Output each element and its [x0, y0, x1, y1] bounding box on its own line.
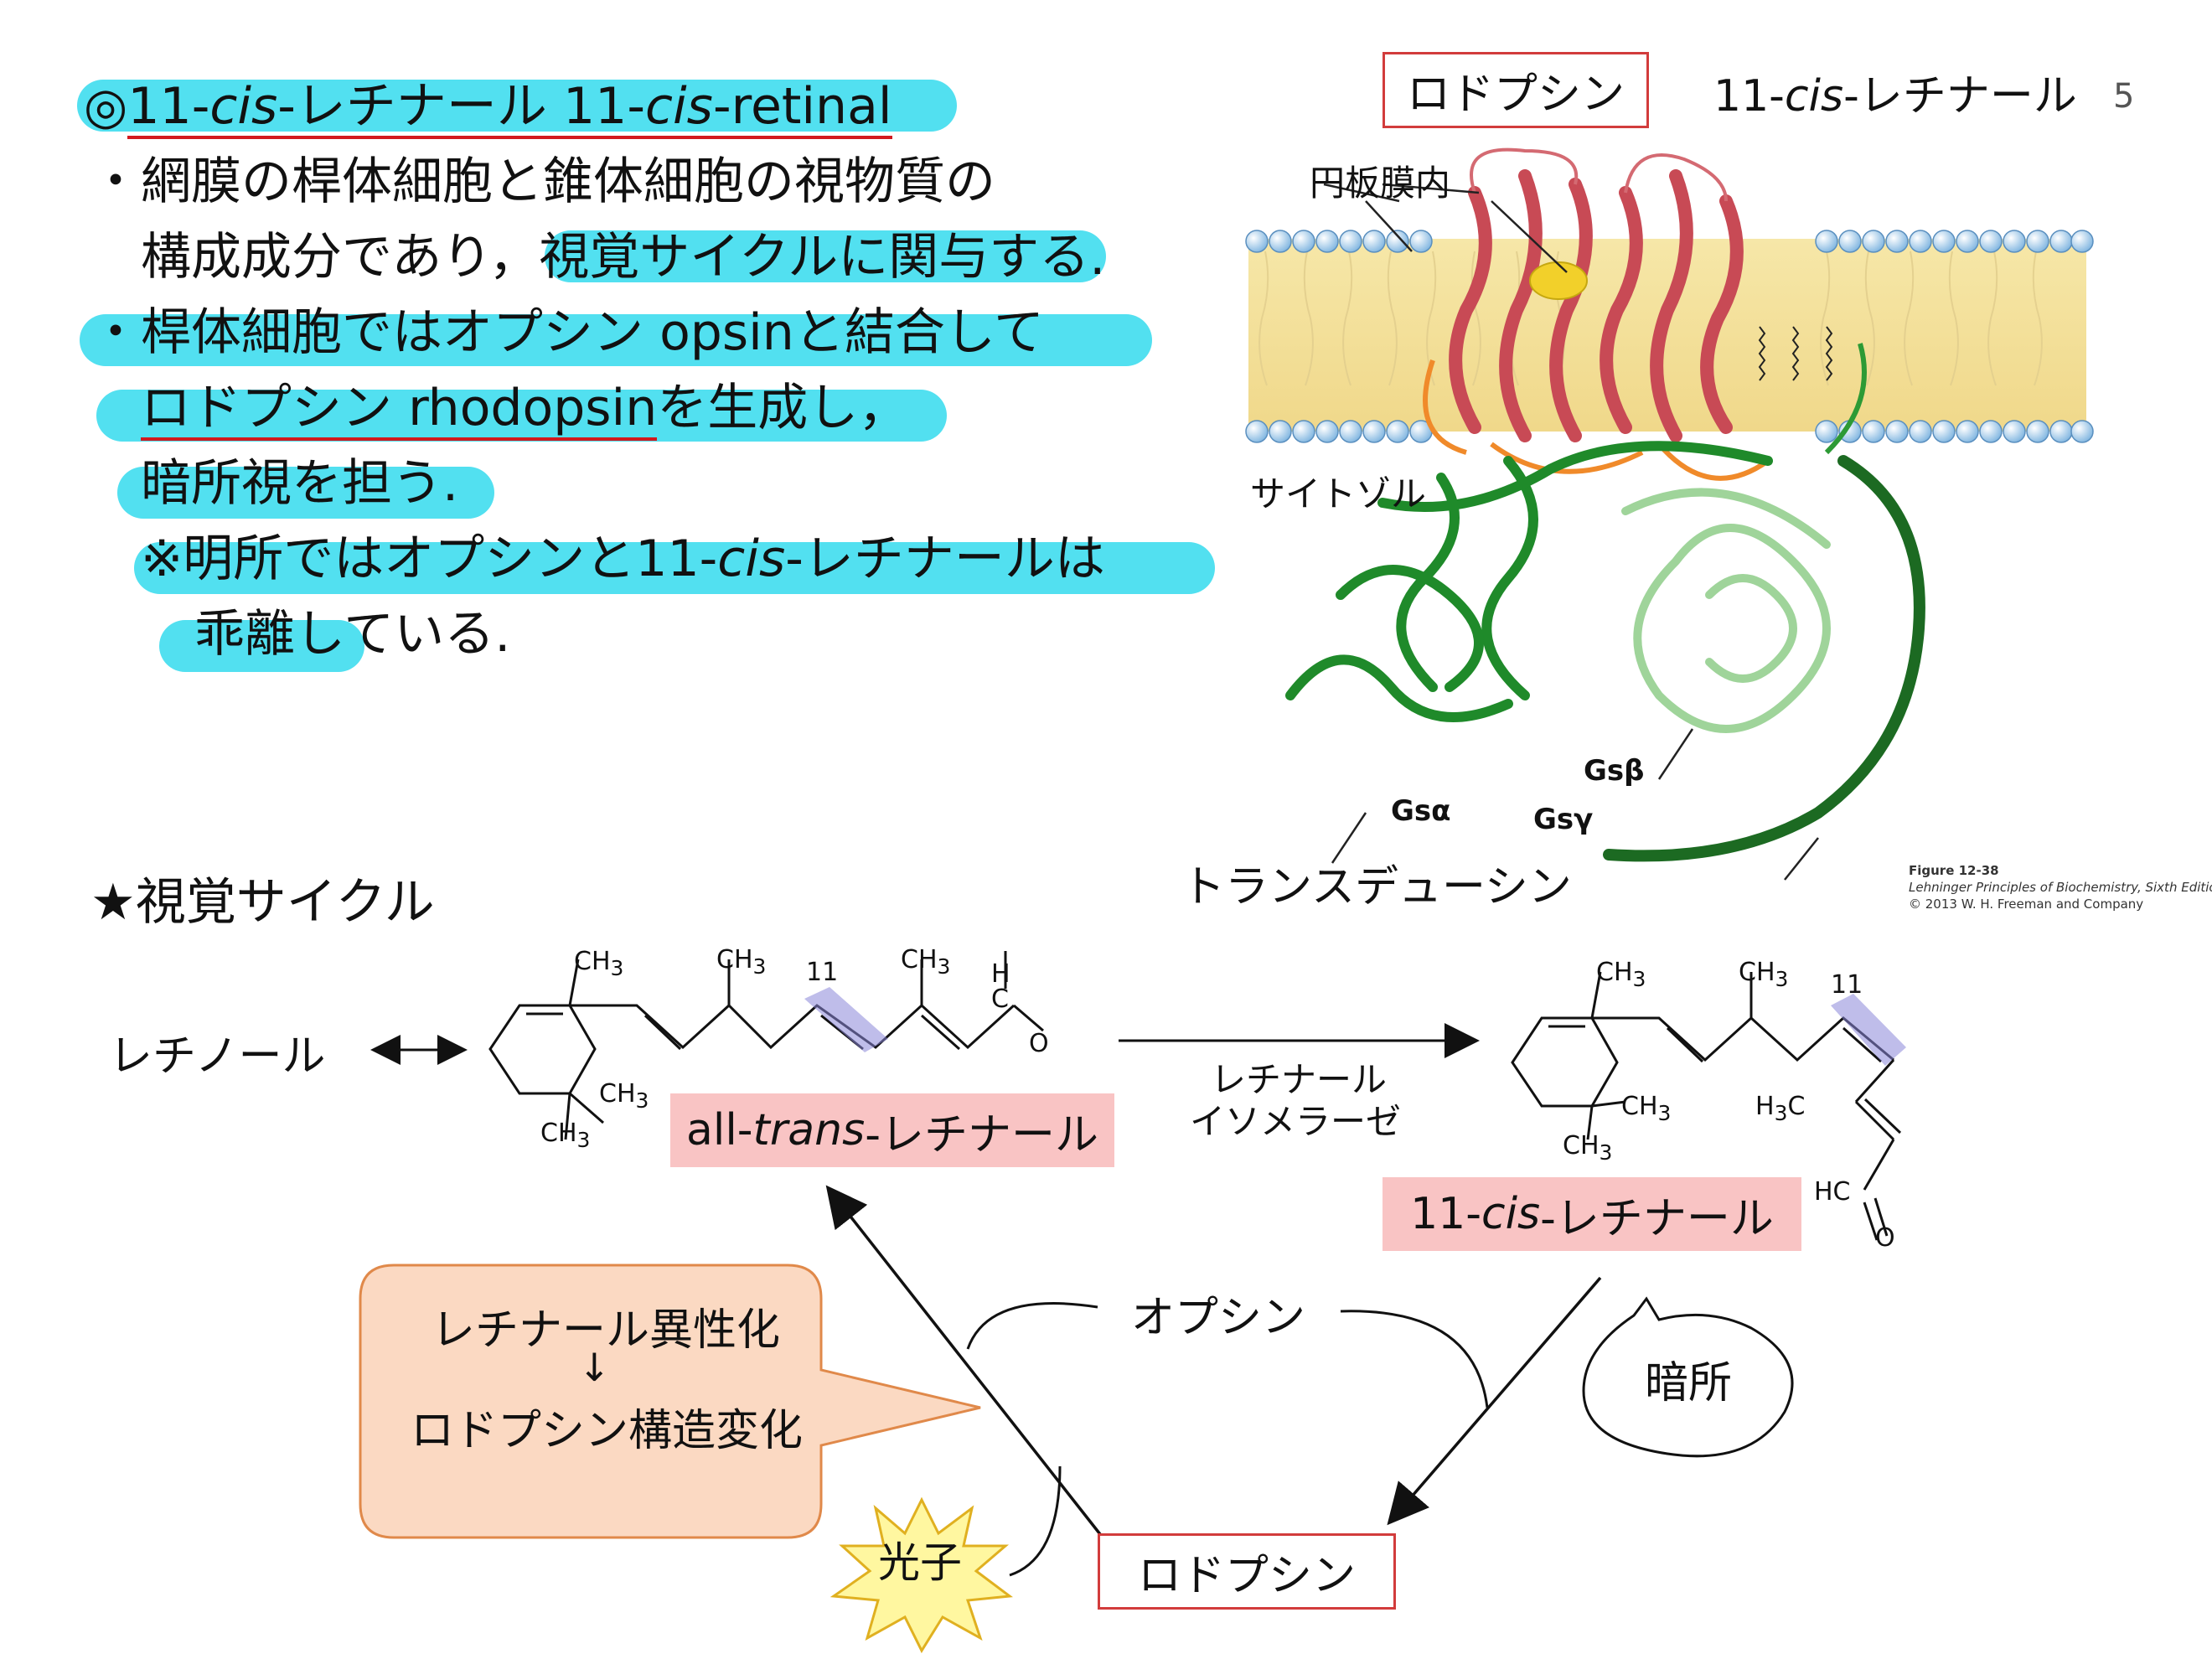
hc-aldehyde: HC	[1814, 1177, 1851, 1207]
bullet-2-line-2: ロドプシン rhodopsinを生成し，	[141, 379, 908, 441]
ch3-2: CH3	[716, 945, 767, 979]
ch3-4: CH3	[599, 1079, 649, 1113]
highlight-rod	[80, 314, 1152, 366]
heading: ◎11-cis-レチナール 11-cis-retinal	[84, 77, 892, 139]
label-rhodopsin-cycle: ロドプシン	[1098, 1533, 1396, 1610]
all-trans-c11-highlight	[804, 987, 888, 1052]
label-gs-gamma: Gsγ	[1533, 803, 1594, 836]
rhodopsin-helices	[1449, 169, 1744, 442]
lipid-heads-bottom	[1245, 420, 2094, 443]
heading-prefix: ◎	[84, 77, 128, 136]
callout-line-1: レチナール異性化	[432, 1305, 781, 1356]
photon-starburst	[830, 1496, 1013, 1654]
transducin-alpha	[1285, 441, 1773, 722]
h3c: H3C	[1755, 1092, 1806, 1125]
heading-text: 11-cis-レチナール 11-cis-retinal	[127, 77, 892, 139]
highlight-scotopic	[117, 467, 494, 519]
rhodopsin-loops	[1470, 147, 1728, 202]
bullet-2-line-1: ・桿体細胞ではオプシン opsinと結合して	[90, 303, 1045, 362]
callout-line-2: ロドプシン構造変化	[411, 1406, 804, 1456]
bullet-2-line-3: 暗所視を担う.	[141, 454, 459, 513]
highlight-rhodopsin	[96, 390, 947, 442]
bullet-1-line-1: ・網膜の桿体細胞と錐体細胞の視物質の	[90, 152, 995, 211]
all-trans-retinal-structure	[488, 951, 1044, 1140]
label-retinol: レチノール	[109, 1031, 326, 1082]
dark-regeneration-arrow	[1387, 1276, 1602, 1526]
retinal-chromophore	[1529, 261, 1588, 300]
label-dark: 暗所	[1645, 1358, 1733, 1408]
callout-arrow-glyph: ↓	[578, 1345, 611, 1390]
page-number: 5	[2113, 77, 2135, 116]
cycle-title: ★視覚サイクル	[90, 873, 435, 932]
label-cytosol: サイトゾル	[1250, 473, 1427, 514]
o-aldehyde: O	[1029, 1029, 1049, 1058]
lipid-heads-top	[1245, 230, 2094, 253]
ch3-3: CH3	[901, 945, 951, 979]
highlight-note	[134, 542, 1215, 594]
ch3-1: CH3	[574, 947, 624, 980]
highlight-cycle	[545, 230, 1106, 282]
num-11-a: 11	[806, 958, 839, 987]
c-aldehyde: C	[991, 985, 1009, 1014]
ch3-5: CH3	[540, 1119, 591, 1152]
11-cis-c11-highlight	[1831, 994, 1906, 1066]
protein-figure	[1245, 147, 2094, 881]
figure-caption-1: Figure 12-38	[1909, 863, 1999, 878]
highlight-dissociate	[159, 620, 364, 672]
label-photon: 光子	[878, 1538, 962, 1587]
note-line-2: 乖離している.	[194, 605, 511, 664]
ch3-6: CH3	[1596, 958, 1646, 991]
label-opsin: オプシン	[1131, 1293, 1306, 1343]
figure-caption-2: Lehninger Principles of Biochemistry, Si…	[1909, 880, 2212, 895]
bullet-1-line-2: 構成成分であり，視覚サイクルに関与する.	[141, 228, 1106, 287]
label-gs-beta: Gsβ	[1584, 754, 1645, 788]
label-isomerase-1: レチナール	[1211, 1059, 1388, 1100]
note-line-1: ※明所ではオプシンと11-cis-レチナールは	[141, 530, 1105, 588]
transducin-gamma	[1603, 455, 1925, 862]
cycle-diagram	[359, 951, 1906, 1654]
ch3-8: CH3	[1621, 1092, 1672, 1125]
transducin-beta	[1621, 488, 1831, 733]
label-11-cis-retinal: 11-cis-レチナール	[1382, 1177, 1801, 1251]
gamma-anchor	[1824, 343, 1867, 455]
opsin-arc-right	[1340, 1310, 1489, 1408]
o-aldehyde-2: O	[1875, 1223, 1895, 1253]
figure-caption-3: © 2013 W. H. Freeman and Company	[1909, 897, 2144, 912]
palmitoyl-chains	[1758, 326, 1833, 381]
ch3-9: CH3	[1563, 1131, 1613, 1165]
label-disk-lumen: 円板膜内	[1310, 163, 1451, 204]
label-transducin: トランスデューシン	[1181, 862, 1572, 912]
label-all-trans-retinal: all-trans-レチナール	[670, 1093, 1114, 1167]
h-aldehyde: H	[991, 959, 1010, 989]
photon-arc	[1009, 1465, 1062, 1577]
label-rhodopsin-protein: ロドプシン	[1382, 52, 1649, 128]
leader-lines	[1323, 183, 1819, 881]
num-11-b: 11	[1831, 970, 1863, 1000]
label-isomerase-2: イソメラーゼ	[1190, 1101, 1402, 1142]
opsin-arc	[966, 1302, 1098, 1350]
ch3-7: CH3	[1739, 958, 1789, 991]
cytosolic-loops	[1423, 359, 1770, 481]
highlight-heading	[77, 80, 957, 132]
label-gs-alpha: Gsα	[1391, 794, 1451, 828]
label-11-cis-retinal-protein: 11-cis-レチナール	[1713, 71, 2077, 121]
photo-isomerization-arrow	[825, 1185, 1108, 1543]
callout-bubble	[359, 1264, 981, 1539]
dark-bubble	[1582, 1296, 1794, 1458]
